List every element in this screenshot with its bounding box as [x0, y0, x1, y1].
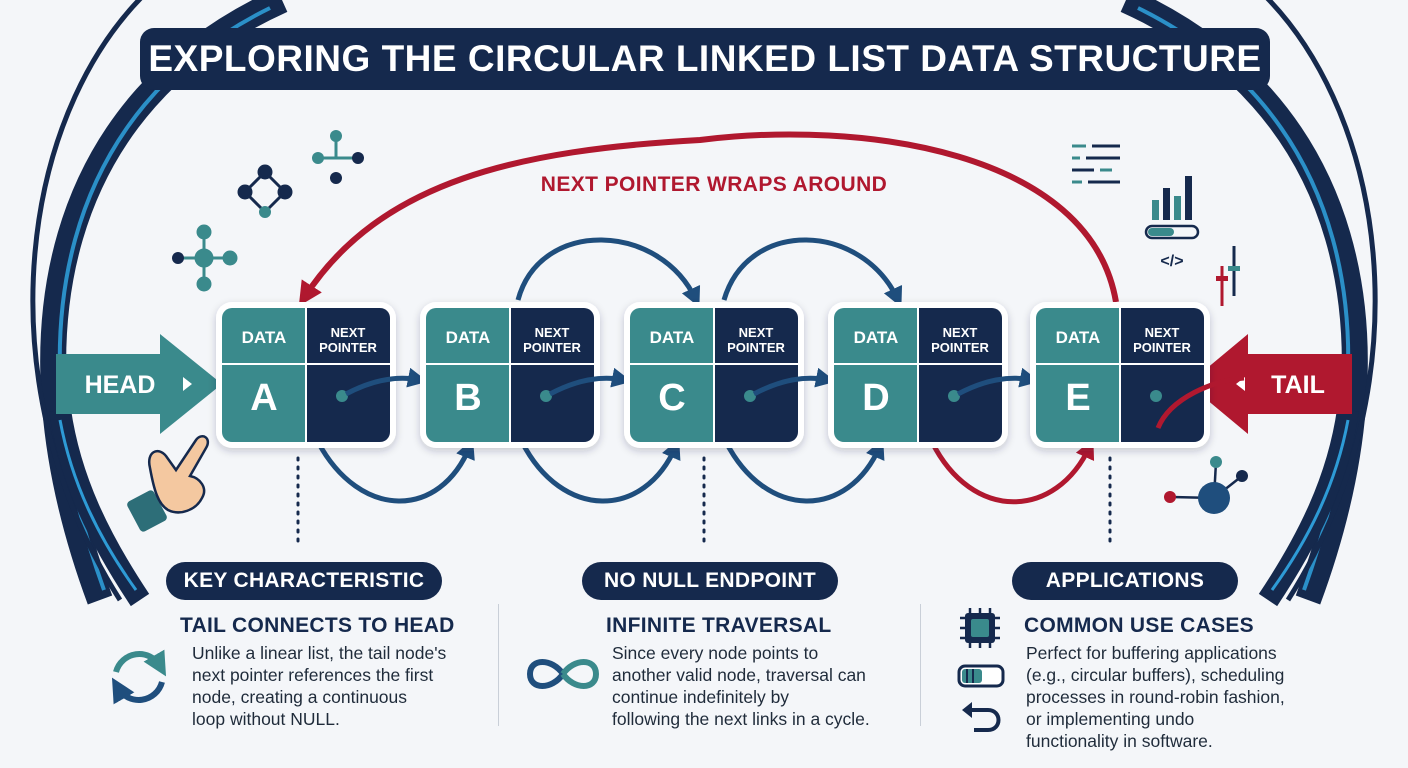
- code-lines-icon: [1072, 144, 1120, 184]
- pointer-dot: [948, 390, 960, 402]
- node-value: A: [250, 377, 277, 419]
- svg-text:</>: </>: [1160, 253, 1183, 270]
- infinity-icon: [524, 652, 602, 696]
- section-description-key-characteristic: Unlike a linear list, the tail node's ne…: [192, 642, 446, 730]
- node-next-label: NEXT: [331, 325, 366, 340]
- description-line: Perfect for buffering applications: [1026, 643, 1277, 663]
- tail-next-pointer-arrow: [1155, 375, 1245, 430]
- right-arc-frame: [1120, 0, 1378, 607]
- section-divider: [920, 604, 921, 726]
- section-divider: [498, 604, 499, 726]
- head-pointer: HEAD: [56, 334, 222, 434]
- description-line: Unlike a linear list, the tail node's: [192, 643, 447, 663]
- node-value: C: [658, 377, 685, 419]
- pointing-hand-icon: [127, 435, 210, 532]
- slider-controls-icon: [1216, 246, 1240, 306]
- node-next-label: NEXT: [943, 325, 978, 340]
- link-arrows: [315, 237, 1095, 505]
- description-line: or implementing undo: [1026, 709, 1195, 729]
- undo-arrow-icon: [958, 700, 1004, 736]
- section-pill-applications: APPLICATIONS: [1012, 562, 1238, 600]
- node-pointer-label: POINTER: [931, 340, 989, 355]
- node-pointer-label: POINTER: [727, 340, 785, 355]
- section-description-no-null-endpoint: Since every node points to another valid…: [612, 642, 870, 730]
- node-data-label: DATA: [1056, 328, 1101, 347]
- pointer-dot: [1150, 390, 1162, 402]
- node-next-label: NEXT: [739, 325, 774, 340]
- buffer-cylinder-icon: [956, 662, 1006, 690]
- node-value: B: [454, 377, 481, 419]
- node-value: D: [862, 377, 889, 419]
- wrap-around-label: NEXT POINTER WRAPS AROUND: [541, 173, 887, 196]
- node-data-label: DATA: [242, 328, 287, 347]
- node-pointer-label: POINTER: [1133, 340, 1191, 355]
- cpu-chip-icon: [958, 606, 1002, 650]
- node-value: E: [1065, 377, 1090, 419]
- description-line: processes in round-robin fashion,: [1026, 687, 1285, 707]
- wrap-around-arrow: [298, 131, 1119, 307]
- node-pointer-label: POINTER: [319, 340, 377, 355]
- node-pointer-label: POINTER: [523, 340, 581, 355]
- node-next-label: NEXT: [535, 325, 570, 340]
- molecule-icon: [1164, 456, 1248, 514]
- cycle-arrows-icon: [104, 642, 174, 712]
- description-line: node, creating a continuous: [192, 687, 408, 707]
- pointer-dot: [744, 390, 756, 402]
- page-title: EXPLORING THE CIRCULAR LINKED LIST DATA …: [140, 28, 1270, 90]
- next-pointer-arrow: [548, 367, 632, 397]
- section-subtitle-common-use-cases: COMMON USE CASES: [1024, 614, 1254, 637]
- section-description-applications: Perfect for buffering applications (e.g.…: [1026, 642, 1285, 752]
- description-line: loop without NULL.: [192, 709, 340, 729]
- section-subtitle-infinite-traversal: INFINITE TRAVERSAL: [606, 614, 832, 637]
- bar-chart-icon: [1144, 176, 1200, 240]
- pointer-dot: [336, 390, 348, 402]
- next-pointer-arrow: [752, 367, 836, 397]
- network-graph-icon: [312, 130, 364, 184]
- description-line: Since every node points to: [612, 643, 819, 663]
- description-line: (e.g., circular buffers), scheduling: [1026, 665, 1285, 685]
- next-pointer-arrow: [344, 367, 428, 397]
- code-brackets-icon: </>: [1160, 253, 1183, 270]
- node-next-label: NEXT: [1145, 325, 1180, 340]
- tail-pointer: TAIL: [1188, 334, 1352, 434]
- next-pointer-arrow: [956, 367, 1040, 397]
- description-line: continue indefinitely by: [612, 687, 790, 707]
- pointer-dot: [540, 390, 552, 402]
- section-pill-no-null-endpoint: NO NULL ENDPOINT: [582, 562, 838, 600]
- head-triangle-icon: [183, 377, 192, 391]
- node-data-label: DATA: [446, 328, 491, 347]
- diamond-graph-icon: [237, 164, 293, 218]
- description-line: following the next links in a cycle.: [612, 709, 870, 729]
- section-pill-key-characteristic: KEY CHARACTERISTIC: [166, 562, 442, 600]
- head-label: HEAD: [85, 371, 156, 399]
- description-line: functionality in software.: [1026, 731, 1213, 751]
- description-line: another valid node, traversal can: [612, 665, 866, 685]
- description-line: next pointer references the first: [192, 665, 434, 685]
- hub-node-icon: [172, 224, 238, 292]
- section-subtitle-tail-connects: TAIL CONNECTS TO HEAD: [180, 614, 455, 637]
- node-data-label: DATA: [650, 328, 695, 347]
- tail-label: TAIL: [1271, 371, 1325, 399]
- node-data-label: DATA: [854, 328, 899, 347]
